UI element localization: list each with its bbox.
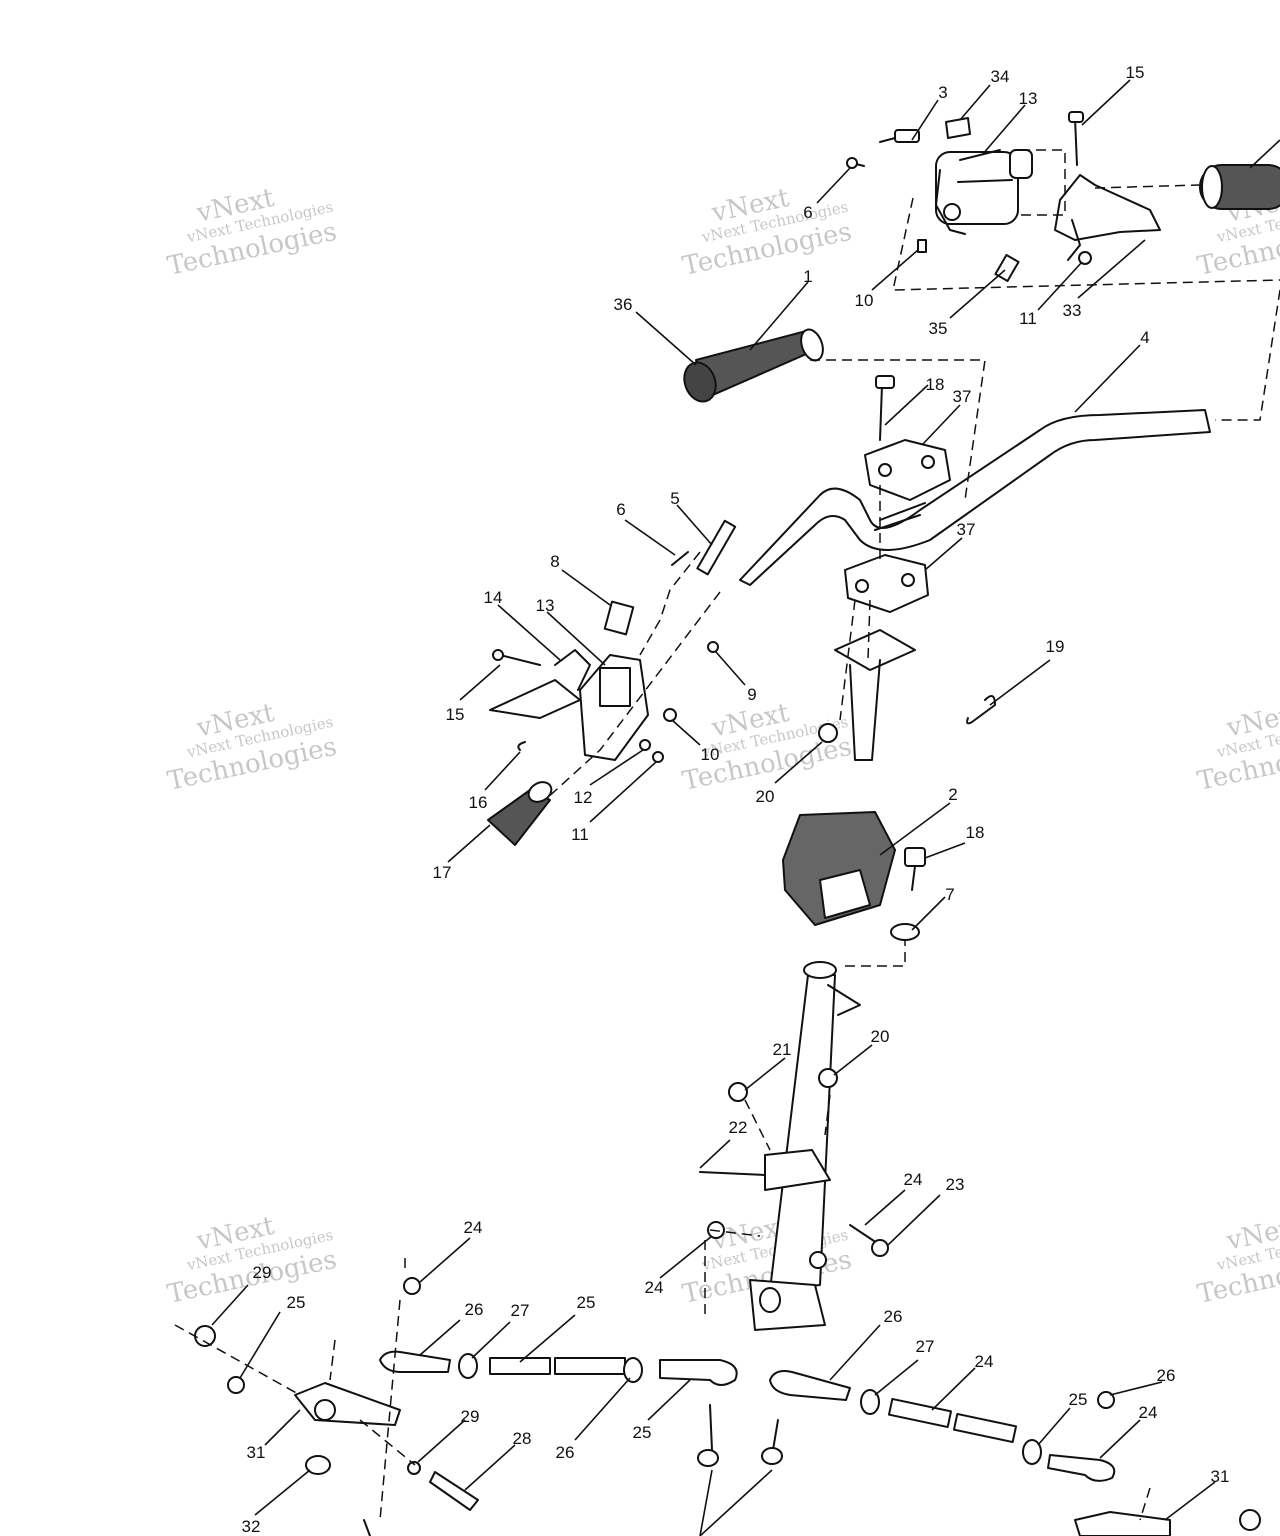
assembly-lines (174, 149, 1280, 1521)
callout-number: 20 (756, 787, 775, 806)
handlebar-clamp-upper (864, 375, 951, 501)
callout-number: 4 (1140, 328, 1149, 347)
callout-number: 25 (633, 1423, 652, 1442)
callout-number: 27 (916, 1337, 935, 1356)
tie-rod-right (697, 1370, 1261, 1536)
throttle-lever-upper (994, 111, 1161, 283)
callout-number: 14 (484, 588, 503, 607)
callout-number: 15 (446, 705, 465, 724)
callout-number: 34 (991, 67, 1010, 86)
callout-number: 25 (287, 1293, 306, 1312)
callout-number: 24 (645, 1278, 664, 1297)
tie-rod-left (194, 1277, 738, 1536)
callout-number: 25 (577, 1293, 596, 1312)
handlebar (739, 409, 1211, 586)
callout-number: 12 (574, 788, 593, 807)
handlebar-clamp-lower (844, 554, 929, 613)
callout-number: 8 (550, 552, 559, 571)
callout-number: 2 (948, 785, 957, 804)
callout-number: 21 (773, 1040, 792, 1059)
leader-lines (211, 79, 1280, 1536)
callout-number: 24 (975, 1352, 994, 1371)
callout-number: 37 (957, 520, 976, 539)
right-grip (1199, 164, 1280, 210)
callout-number: 1 (803, 267, 812, 286)
callout-number: 5 (670, 489, 679, 508)
callout-number: 37 (953, 387, 972, 406)
callout-number: 24 (1139, 1403, 1158, 1422)
callout-number: 25 (1069, 1390, 1088, 1409)
callout-number: 15 (1126, 63, 1145, 82)
callout-number: 19 (1046, 637, 1065, 656)
callout-number: 27 (511, 1301, 530, 1320)
throttle-housing-upper (846, 117, 1033, 253)
callout-number: 13 (1019, 89, 1038, 108)
callout-number: 26 (556, 1443, 575, 1462)
callout-number: 9 (747, 685, 756, 704)
callout-number: 31 (1211, 1467, 1230, 1486)
callout-number: 22 (729, 1118, 748, 1137)
callout-number: 24 (904, 1170, 923, 1189)
callout-number: 7 (945, 885, 954, 904)
callout-number: 3 (938, 83, 947, 102)
callout-number: 29 (461, 1407, 480, 1426)
callout-number: 17 (433, 863, 452, 882)
callout-number: 16 (469, 793, 488, 812)
callout-number: 18 (966, 823, 985, 842)
left-grip-36 (683, 328, 824, 403)
callout-number: 20 (871, 1027, 890, 1046)
callout-number: 6 (616, 500, 625, 519)
callout-number: 24 (464, 1218, 483, 1237)
callout-number: 26 (465, 1300, 484, 1319)
callout-number: 6 (803, 203, 812, 222)
callout-number: 10 (701, 745, 720, 764)
callout-number: 36 (614, 295, 633, 314)
callout-number: 33 (1063, 301, 1082, 320)
clip-19 (966, 695, 996, 725)
callout-number: 18 (926, 375, 945, 394)
callout-number: 31 (247, 1443, 266, 1462)
handlebar-pad (782, 811, 926, 941)
callout-number: 11 (1019, 309, 1037, 328)
callout-number: 29 (253, 1263, 272, 1282)
callout-number: 26 (1157, 1366, 1176, 1385)
callout-number: 10 (855, 291, 874, 310)
callout-number: 11 (571, 825, 589, 844)
left-grip-17 (487, 741, 553, 846)
callout-number: 35 (929, 319, 948, 338)
steering-column (699, 961, 889, 1331)
callout-number: 13 (536, 596, 555, 615)
left-control-housing (489, 519, 737, 763)
callout-number: 26 (884, 1307, 903, 1326)
callout-number: 23 (946, 1175, 965, 1194)
riser-post (818, 629, 916, 761)
callout-number: 28 (513, 1429, 532, 1448)
callout-number: 32 (242, 1517, 261, 1536)
